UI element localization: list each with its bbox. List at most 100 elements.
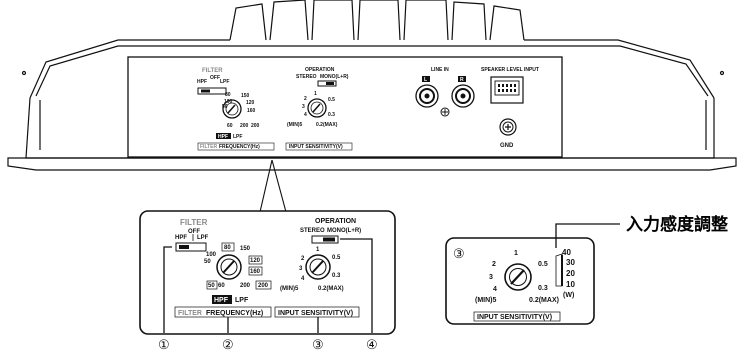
freq-tick: 100: [224, 99, 233, 105]
detail-filter-caption: FILTER: [178, 310, 202, 317]
detail-operation-label: OPERATION: [315, 218, 356, 225]
detail-freq-tick: 80: [224, 245, 231, 251]
detail-sensitivity-caption: INPUT SENSITIVITY(V): [278, 310, 353, 317]
freq-tick: 120: [246, 100, 255, 106]
watt-tick: 40: [562, 248, 571, 257]
detail-freq-tick: 200: [258, 283, 269, 289]
detail-frequency-knob-ring: [220, 258, 238, 276]
callout-3: ③: [312, 337, 324, 352]
detail-sens-tick: 0.3: [332, 273, 341, 279]
screw-icon: [440, 107, 450, 117]
frequency-knob-ring: [225, 102, 239, 116]
gnd-label: GND: [500, 143, 514, 149]
detail-frequency-knob-pointer: [222, 260, 235, 274]
sens-tick: 0.5: [328, 97, 335, 103]
lpf-label: LPF: [233, 134, 242, 140]
detail-sens-tick: 3: [299, 266, 303, 272]
detail-operation-switch-slider[interactable]: [323, 237, 335, 242]
detail-freq-tick-50: 50: [208, 283, 215, 289]
sens-tick: 0.2(MAX): [316, 122, 338, 128]
rca-jack-left[interactable]: [415, 84, 439, 108]
frequency-caption-frame: [197, 142, 275, 151]
speaker-input-label: SPEAKER LEVEL INPUT: [481, 67, 539, 73]
filter-switch[interactable]: [197, 87, 227, 95]
detail-freq-tick: 120: [250, 258, 261, 264]
gnd-terminal-icon[interactable]: [499, 118, 517, 136]
watt-tick: 30: [566, 258, 575, 267]
sens-tick: 4: [304, 112, 307, 118]
watt-scale-wedge: [555, 253, 563, 287]
detail-filter-switch-slider[interactable]: [179, 245, 189, 249]
sens-tick: 3: [302, 104, 305, 110]
frequency-knob-pointer: [227, 104, 236, 114]
detail-panel: FILTER OFF HPF LPF 80 100 50 150 120 160…: [139, 210, 396, 335]
sens-tick: 1: [314, 91, 317, 97]
watt-unit: (W): [563, 292, 574, 299]
detail-sens-tick: 2: [301, 256, 305, 262]
detail-sensitivity-knob-ring: [309, 258, 327, 276]
big-sensitivity-caption-frame: [473, 311, 561, 322]
amplifier-body: [7, 0, 737, 171]
detail-filter-label: FILTER: [180, 218, 208, 227]
big-sens-tick: 2: [492, 261, 496, 268]
filter-switch-slider[interactable]: [201, 89, 210, 93]
freq-tick: 200: [251, 123, 260, 129]
detail-sens-tick: 4: [301, 276, 305, 282]
operation-label: OPERATION: [305, 67, 335, 73]
big-sens-tick: 1: [514, 250, 518, 257]
filter-off-label: OFF: [210, 75, 220, 81]
detail-frequency-caption: FREQUENCY(Hz): [206, 310, 263, 317]
watt-tick: 10: [566, 280, 575, 289]
detail-freq-tick: 100: [206, 252, 217, 258]
detail-freq-tick: 200: [240, 283, 251, 289]
detail-sensitivity-caption-frame: [274, 306, 360, 318]
sensitivity-knob-pointer: [312, 103, 321, 113]
detail-frequency-caption-frame: [174, 306, 272, 318]
r-badge-bg: [458, 76, 466, 82]
detail-filter-switch[interactable]: [175, 242, 207, 252]
callout-4: ④: [366, 337, 378, 352]
operation-switch-slider[interactable]: [326, 82, 334, 85]
filter-label: FILTER: [202, 68, 223, 74]
zoom-connector: [259, 159, 287, 213]
r-badge: R: [460, 77, 464, 83]
detail-filter-lpf: LPF: [197, 235, 209, 241]
freq-tick: 160: [247, 108, 256, 114]
big-sens-tick: (MIN)5: [475, 297, 496, 304]
rca-jack-right[interactable]: [451, 84, 475, 108]
top-control-panel: FILTER OFF HPF LPF 80 100 50 150 120 160…: [197, 67, 539, 151]
callout-2: ②: [222, 337, 234, 352]
freq-tick: 50: [222, 104, 228, 110]
l-badge-bg: [422, 76, 430, 82]
sensitivity-callout-label: 入力感度調整: [626, 214, 728, 234]
detail-lpf-label: LPF: [235, 297, 249, 304]
callout-1: ①: [158, 337, 170, 352]
speaker-input-connector[interactable]: [490, 76, 524, 104]
hpf-badge: HPF: [218, 134, 228, 140]
big-sensitivity-knob-pointer: [510, 269, 525, 285]
detail-filter-hpf: HPF: [175, 235, 187, 241]
sensitivity-detail-panel: ③ 1 2 3 4 0.5 0.3 (MIN)5 0.2(MAX) 40 30 …: [445, 237, 595, 325]
detail-mono-label: MONO(L+R): [327, 228, 361, 234]
detail-stereo-label: STEREO: [300, 228, 325, 234]
detail-freq-tick: 150: [240, 246, 251, 252]
mono-label: MONO(L+R): [320, 74, 349, 80]
sens-tick: 2: [304, 96, 307, 102]
big-sens-tick: 0.3: [538, 285, 548, 292]
sens-tick: (MIN)5: [287, 122, 302, 128]
big-sens-tick: 4: [493, 286, 497, 293]
freq-box: [221, 242, 235, 252]
leader-lines: [163, 238, 373, 333]
detail-sens-tick: 0.2(MAX): [318, 286, 344, 292]
freq-box: [255, 280, 272, 290]
sensitivity-marker: ③: [453, 246, 465, 261]
freq-tick: 80: [225, 92, 231, 98]
detail-sens-tick: 1: [316, 247, 320, 253]
freq-box: [248, 266, 263, 276]
detail-freq-tick: 50: [204, 259, 211, 265]
sens-tick: 0.3: [328, 112, 335, 118]
freq-tick: 200: [240, 123, 249, 129]
sensitivity-callout-line: [555, 223, 620, 248]
frequency-caption: FREQUENCY(Hz): [219, 144, 260, 150]
